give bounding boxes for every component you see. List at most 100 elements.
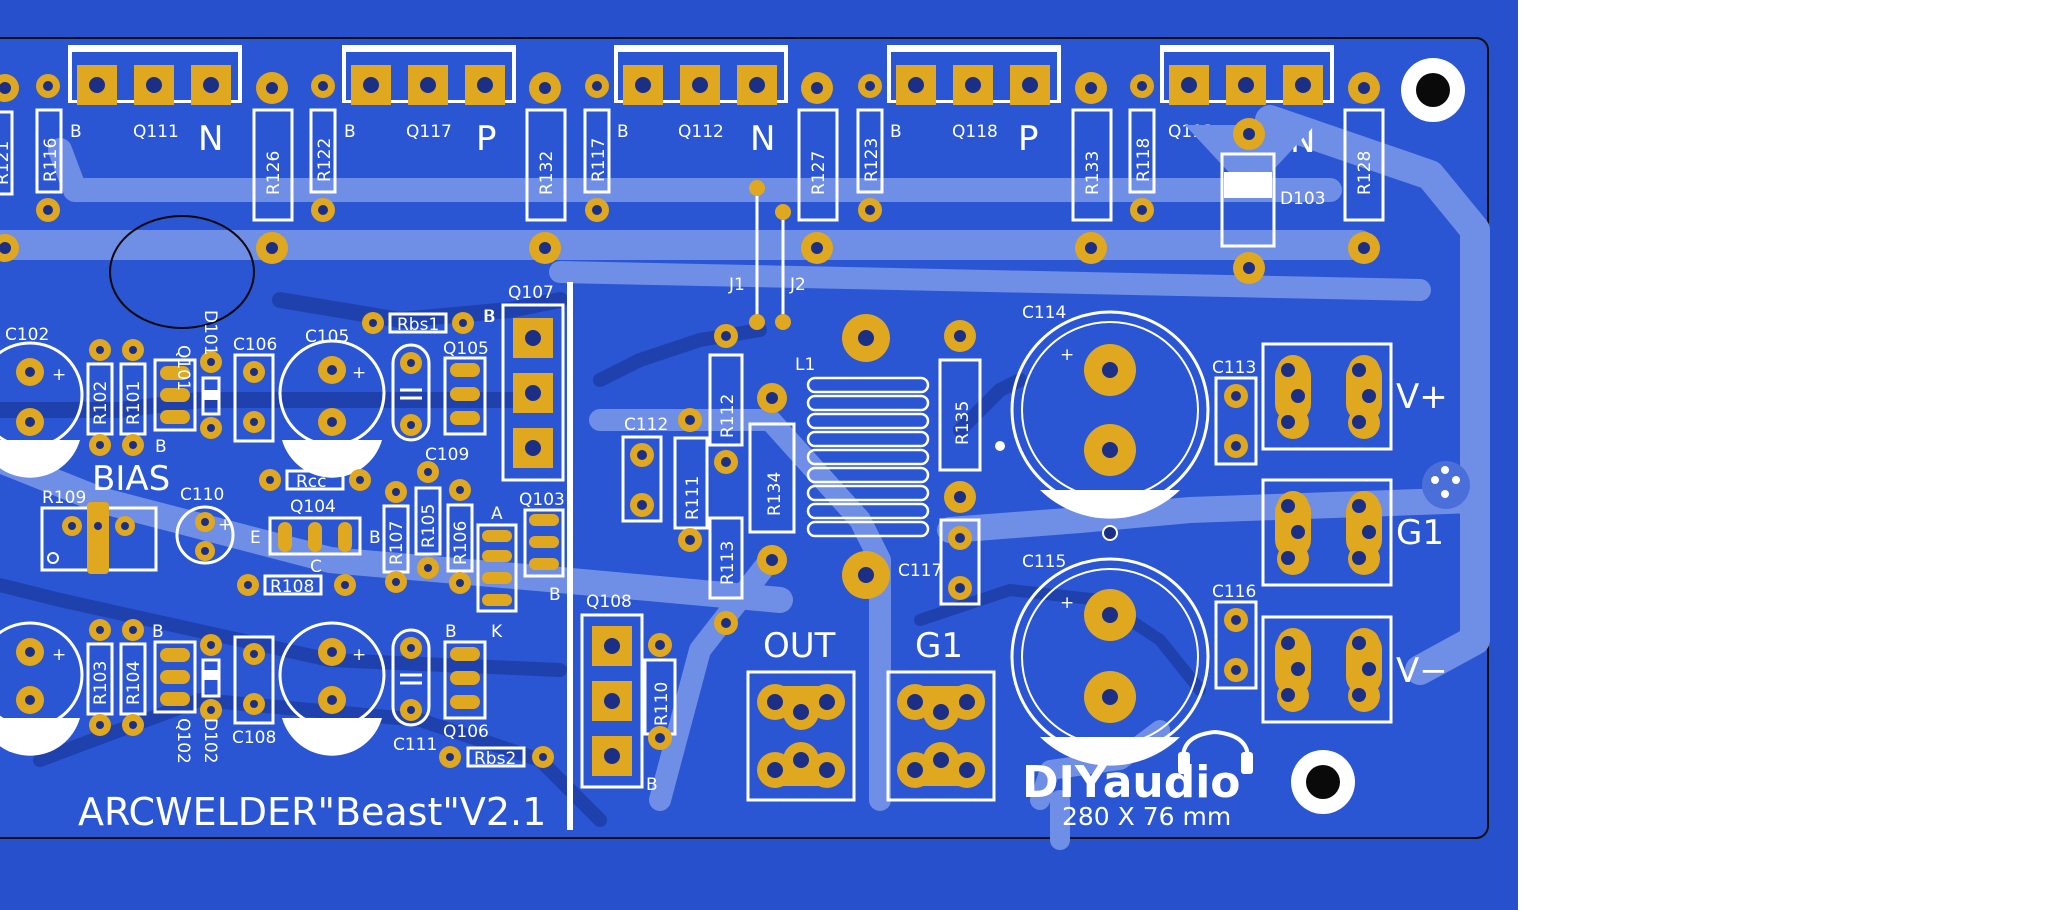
transistor-q112: B Q112 N	[614, 45, 788, 159]
svg-text:B: B	[483, 307, 495, 327]
svg-text:+: +	[352, 645, 366, 665]
svg-text:R133: R133	[1083, 151, 1103, 195]
svg-text:V−: V−	[1396, 651, 1448, 691]
svg-text:J2: J2	[789, 275, 806, 295]
resistor-r106: R106	[446, 479, 474, 594]
resistor-r107: R107	[382, 481, 410, 593]
transistor-q102: B Q102	[152, 622, 197, 764]
transistor-q104: Q104 E B C	[250, 497, 381, 577]
svg-text:R106: R106	[451, 521, 471, 565]
resistor-r108: R108	[237, 574, 356, 597]
svg-text:Q103: Q103	[519, 490, 565, 510]
capacitor-c109: C109	[391, 343, 469, 465]
diyaudio-logo: DIYaudio	[1022, 729, 1253, 808]
mounting-holes	[1291, 58, 1470, 814]
svg-text:R117: R117	[589, 138, 609, 182]
transistor-q108: Q108 B	[580, 592, 658, 795]
capacitor-c115: + C115	[1010, 552, 1210, 766]
svg-text:Q107: Q107	[508, 283, 554, 303]
svg-text:Q101: Q101	[173, 345, 193, 391]
svg-text:R118: R118	[1134, 138, 1154, 182]
resistor-r121: R121	[0, 110, 14, 196]
resistor-r110: R110	[643, 633, 677, 750]
terminal-v-minus: V−	[1261, 615, 1448, 724]
svg-text:B: B	[70, 122, 82, 142]
capacitor-c102: + C102	[0, 325, 84, 478]
resistor-rcc: Rcc	[259, 469, 371, 492]
svg-text:B: B	[890, 122, 902, 142]
svg-text:R113: R113	[718, 541, 738, 585]
svg-text:D101: D101	[200, 310, 220, 356]
svg-text:C107: C107	[310, 737, 354, 757]
svg-text:+: +	[1060, 345, 1074, 365]
svg-text:+: +	[352, 363, 366, 383]
svg-text:R101: R101	[124, 381, 144, 425]
svg-text:R104: R104	[124, 661, 144, 705]
bias-label: BIAS	[92, 459, 170, 499]
svg-text:C110: C110	[180, 485, 224, 505]
svg-text:J1: J1	[728, 275, 745, 295]
svg-text:R103: R103	[91, 661, 111, 705]
svg-text:C113: C113	[1212, 358, 1256, 378]
svg-text:C114: C114	[1022, 303, 1066, 323]
svg-text:B: B	[484, 307, 496, 327]
resistor-r101: R101	[119, 339, 147, 456]
jumper-j1-j2: J1 J2	[728, 180, 806, 330]
svg-text:R123: R123	[862, 138, 882, 182]
resistor-r132: R132	[525, 108, 567, 222]
transistor-q105: Q105	[443, 339, 489, 436]
transistor-q103: Q103	[519, 490, 565, 578]
svg-text:Q111: Q111	[133, 122, 179, 142]
svg-text:C111: C111	[393, 735, 437, 755]
resistor-r135: R135	[938, 320, 982, 513]
terminal-v-plus: V+	[1261, 342, 1448, 451]
transistor-q117: B Q117 P	[342, 45, 516, 159]
capacitor-c106: C106	[233, 335, 277, 443]
svg-text:R112: R112	[718, 394, 738, 438]
empty-canvas-area	[1518, 0, 2048, 910]
svg-text:C116: C116	[1212, 582, 1256, 602]
capacitor-c117: C117	[898, 518, 981, 606]
resistor-rbs2: Rbs2	[439, 746, 554, 769]
svg-text:B: B	[646, 775, 658, 795]
capacitor-c111: C111	[391, 628, 437, 755]
resistor-r126: R126	[252, 108, 294, 222]
svg-text:V+: V+	[1396, 377, 1448, 417]
svg-text:R135: R135	[953, 401, 973, 445]
svg-text:B: B	[445, 622, 457, 642]
svg-text:C117: C117	[898, 561, 942, 581]
via	[995, 441, 1005, 451]
svg-text:C106: C106	[233, 335, 277, 355]
svg-text:C: C	[310, 557, 322, 577]
transistor-q111: B Q111 N	[68, 45, 242, 159]
resistor-r111: R111	[673, 408, 709, 552]
resistor-r117: R117	[583, 108, 611, 194]
diode-d102: D102	[200, 634, 222, 764]
svg-text:R127: R127	[809, 151, 829, 195]
capacitor-c107: + C107	[278, 621, 386, 757]
svg-text:+: +	[52, 645, 66, 665]
resistor-r113: R113	[708, 516, 744, 635]
svg-text:E: E	[250, 528, 261, 548]
svg-text:B: B	[155, 437, 167, 457]
resistor-r116: R116	[35, 108, 63, 194]
image-viewer: B Q111 N B Q117 P B Q112 N B Q118 P	[0, 0, 1518, 910]
output-terminal-out: OUT	[746, 626, 856, 802]
diode-array: A K B	[476, 504, 561, 642]
svg-text:L1: L1	[795, 355, 815, 375]
top-pads	[0, 72, 1380, 264]
capacitor-c116: C116	[1212, 582, 1258, 690]
capacitor-c108: C108	[232, 635, 276, 748]
diode-d101: D101	[200, 310, 222, 439]
svg-text:B: B	[152, 622, 164, 642]
svg-text:R107: R107	[387, 521, 407, 565]
svg-text:C115: C115	[1022, 552, 1066, 572]
via	[1102, 525, 1118, 541]
svg-text:K: K	[491, 622, 503, 642]
svg-text:OUT: OUT	[763, 626, 836, 666]
svg-text:C109: C109	[425, 445, 469, 465]
resistor-rbs1: Rbs1 B	[362, 307, 495, 335]
annotation-ellipse	[109, 215, 255, 329]
pcb-board: B Q111 N B Q117 P B Q112 N B Q118 P	[0, 37, 1490, 850]
resistor-r134: R134	[748, 383, 796, 575]
